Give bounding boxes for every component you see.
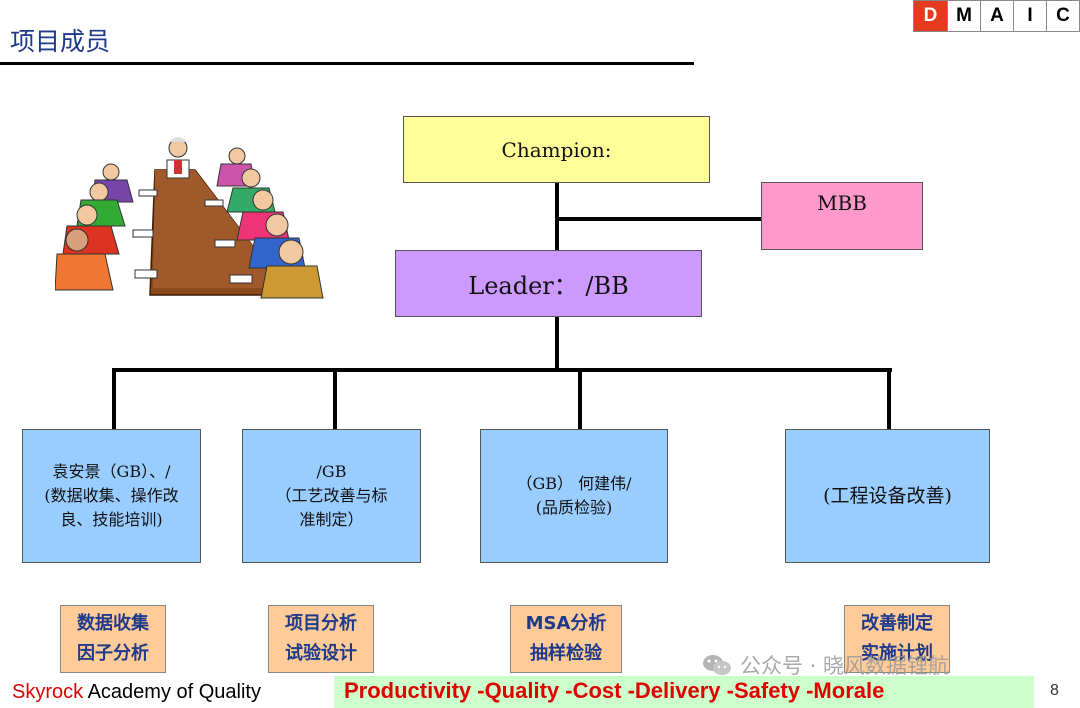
task-line: 数据收集 <box>77 613 149 634</box>
member-box: /GB （工艺改善与标 准制定） <box>242 429 421 563</box>
connector-leader-bus <box>555 317 559 370</box>
connector-bus <box>112 368 892 372</box>
phase-control: C <box>1046 1 1079 31</box>
watermark: 公众号 · 晓风数据锂航 <box>702 650 949 680</box>
phase-analyze: A <box>980 1 1013 31</box>
footer-company: Skyrock Academy of Quality <box>12 681 261 704</box>
footer-slogan-band <box>334 676 1034 708</box>
member-line: 袁安景（GB）、/ <box>52 462 171 481</box>
task-line: 项目分析 <box>285 613 357 634</box>
task-line: 改善制定 <box>861 613 933 634</box>
task-line: 因子分析 <box>77 643 149 664</box>
brand-name: Skyrock <box>12 681 84 703</box>
page-number: 8 <box>1050 682 1059 699</box>
task-box: 改善制定实施计划 <box>844 605 950 673</box>
connector-champion-leader <box>555 183 559 250</box>
task-line: MSA分析 <box>525 613 607 634</box>
connector-mbb <box>557 217 761 221</box>
member-line: /GB <box>316 462 347 481</box>
mbb-box: MBB <box>761 182 923 250</box>
member-line: 良、技能培训) <box>60 510 163 529</box>
champion-box: Champion: <box>403 116 710 183</box>
brand-suffix: Academy of Quality <box>83 681 261 703</box>
task-line: 实施计划 <box>861 643 933 664</box>
phase-define: D <box>914 1 947 31</box>
task-line: 试验设计 <box>285 643 357 664</box>
meeting-illustration <box>55 137 324 299</box>
phase-improve: I <box>1013 1 1046 31</box>
footer-slogan: Productivity -Quality -Cost -Delivery -S… <box>344 678 885 703</box>
dmaic-phase-bar: D M A I C <box>913 0 1080 32</box>
task-box: MSA分析抽样检验 <box>510 605 622 673</box>
wechat-icon <box>703 655 731 675</box>
connector-member-1 <box>112 368 116 429</box>
connector-member-3 <box>578 368 582 429</box>
member-line: (工程设备改善) <box>823 485 952 507</box>
member-line: 准制定） <box>299 510 364 529</box>
member-box: (工程设备改善) <box>785 429 990 563</box>
watermark-text: 公众号 · 晓风数据锂航 <box>740 654 950 678</box>
member-line: (品质检验) <box>535 498 613 517</box>
member-line: （工艺改善与标 <box>275 486 388 505</box>
connector-member-4 <box>887 368 891 429</box>
member-box: （GB） 何建伟/ (品质检验) <box>480 429 668 563</box>
member-line: (数据收集、操作改 <box>44 486 179 505</box>
connector-member-2 <box>333 368 337 429</box>
member-line: （GB） 何建伟/ <box>516 474 632 493</box>
member-box: 袁安景（GB）、/ (数据收集、操作改 良、技能培训) <box>22 429 201 563</box>
task-box: 数据收集因子分析 <box>60 605 166 673</box>
phase-measure: M <box>947 1 980 31</box>
task-box: 项目分析试验设计 <box>268 605 374 673</box>
title-divider <box>0 62 694 65</box>
task-line: 抽样检验 <box>530 643 602 664</box>
page-title: 项目成员 <box>10 27 111 56</box>
leader-box: Leader： /BB <box>395 250 702 317</box>
